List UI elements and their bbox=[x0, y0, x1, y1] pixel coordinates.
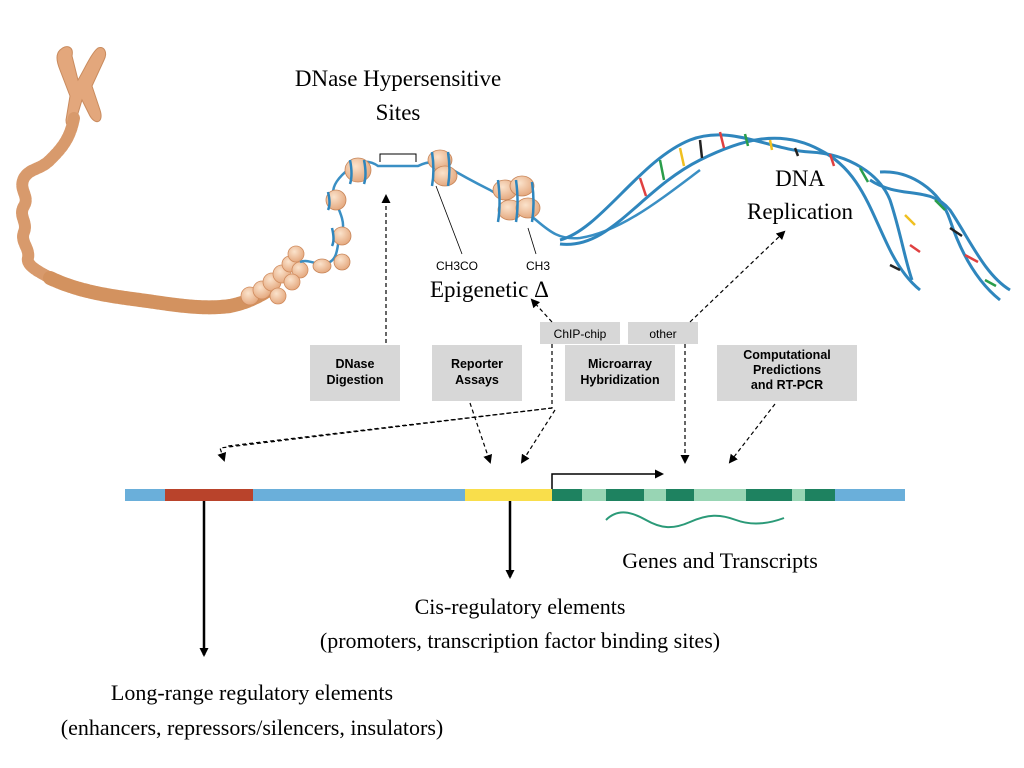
genes-transcripts-label: Genes and Transcripts bbox=[622, 548, 818, 573]
tag-other: other bbox=[628, 322, 698, 344]
dna-replication-label-line2: Replication bbox=[747, 199, 854, 224]
exons bbox=[552, 489, 835, 501]
dnase-sites-label-line1: DNase Hypersensitive bbox=[295, 66, 501, 91]
method-reporter-line1: Reporter bbox=[451, 357, 503, 371]
long-range-label-line1: Long-range regulatory elements bbox=[111, 680, 393, 705]
solenoid-beads bbox=[240, 245, 309, 306]
method-computational-line1: Computational bbox=[743, 348, 831, 362]
arrow-chip-to-enhancer-a bbox=[217, 344, 553, 462]
acetyl-label: CH3CO bbox=[436, 259, 478, 273]
chromatin-coil-upper bbox=[16, 112, 80, 284]
method-reporter-line2: Assays bbox=[455, 373, 499, 387]
nucleosomes bbox=[312, 149, 541, 274]
methyl-label: CH3 bbox=[526, 259, 550, 273]
tag-chip-chip-label: ChIP-chip bbox=[554, 327, 607, 341]
cis-regulatory-label-line1: Cis-regulatory elements bbox=[415, 594, 626, 619]
promoter-segment bbox=[465, 489, 552, 501]
arrow-chip-to-enhancer-b bbox=[227, 407, 553, 447]
long-range-label-line2: (enhancers, repressors/silencers, insula… bbox=[61, 715, 443, 740]
method-box-dnase: DNase Digestion bbox=[310, 345, 400, 401]
tag-chip-chip: ChIP-chip bbox=[540, 322, 620, 344]
genome-bar bbox=[125, 469, 905, 528]
dna-replication-label-line1: DNA bbox=[775, 166, 825, 191]
method-microarray-line1: Microarray bbox=[588, 357, 652, 371]
method-dnase-line1: DNase bbox=[336, 357, 375, 371]
chromosome-shape bbox=[56, 46, 107, 128]
arrow-microarray-to-promoter bbox=[520, 409, 556, 464]
tag-other-label: other bbox=[649, 327, 676, 341]
arrow-other-to-replication bbox=[689, 230, 786, 323]
epigenetic-label: Epigenetic Δ bbox=[430, 277, 549, 302]
methyl-pointer bbox=[527, 227, 537, 255]
transcript-wave bbox=[605, 511, 785, 528]
dnase-sites-label-line2: Sites bbox=[376, 100, 421, 125]
nucleosome-wraps bbox=[326, 151, 535, 247]
method-microarray-line2: Hybridization bbox=[580, 373, 659, 387]
method-computational-line3: and RT-PCR bbox=[751, 378, 823, 392]
base-pairs bbox=[638, 131, 997, 288]
enhancer-segment bbox=[165, 489, 253, 501]
cis-regulatory-label-line2: (promoters, transcription factor binding… bbox=[320, 628, 720, 653]
chromosome-illustration bbox=[16, 46, 701, 315]
dna-double-helix bbox=[559, 131, 1011, 302]
arrow-reporter-to-promoter bbox=[469, 402, 493, 464]
dashed-arrows bbox=[217, 194, 786, 464]
method-computational-line2: Predictions bbox=[753, 363, 821, 377]
method-box-reporter: Reporter Assays bbox=[432, 345, 522, 401]
chromatin-coil-lower bbox=[43, 271, 279, 315]
acetyl-pointer bbox=[435, 185, 463, 255]
method-box-computational: Computational Predictions and RT-PCR bbox=[717, 345, 857, 401]
method-dnase-line2: Digestion bbox=[327, 373, 384, 387]
method-box-microarray: Microarray Hybridization bbox=[565, 345, 675, 401]
dhs-bracket bbox=[379, 153, 417, 162]
arrow-computational-to-genes bbox=[728, 403, 776, 464]
transcription-start-arrow bbox=[551, 469, 664, 489]
arrow-chip-to-epigenetic bbox=[530, 298, 553, 323]
